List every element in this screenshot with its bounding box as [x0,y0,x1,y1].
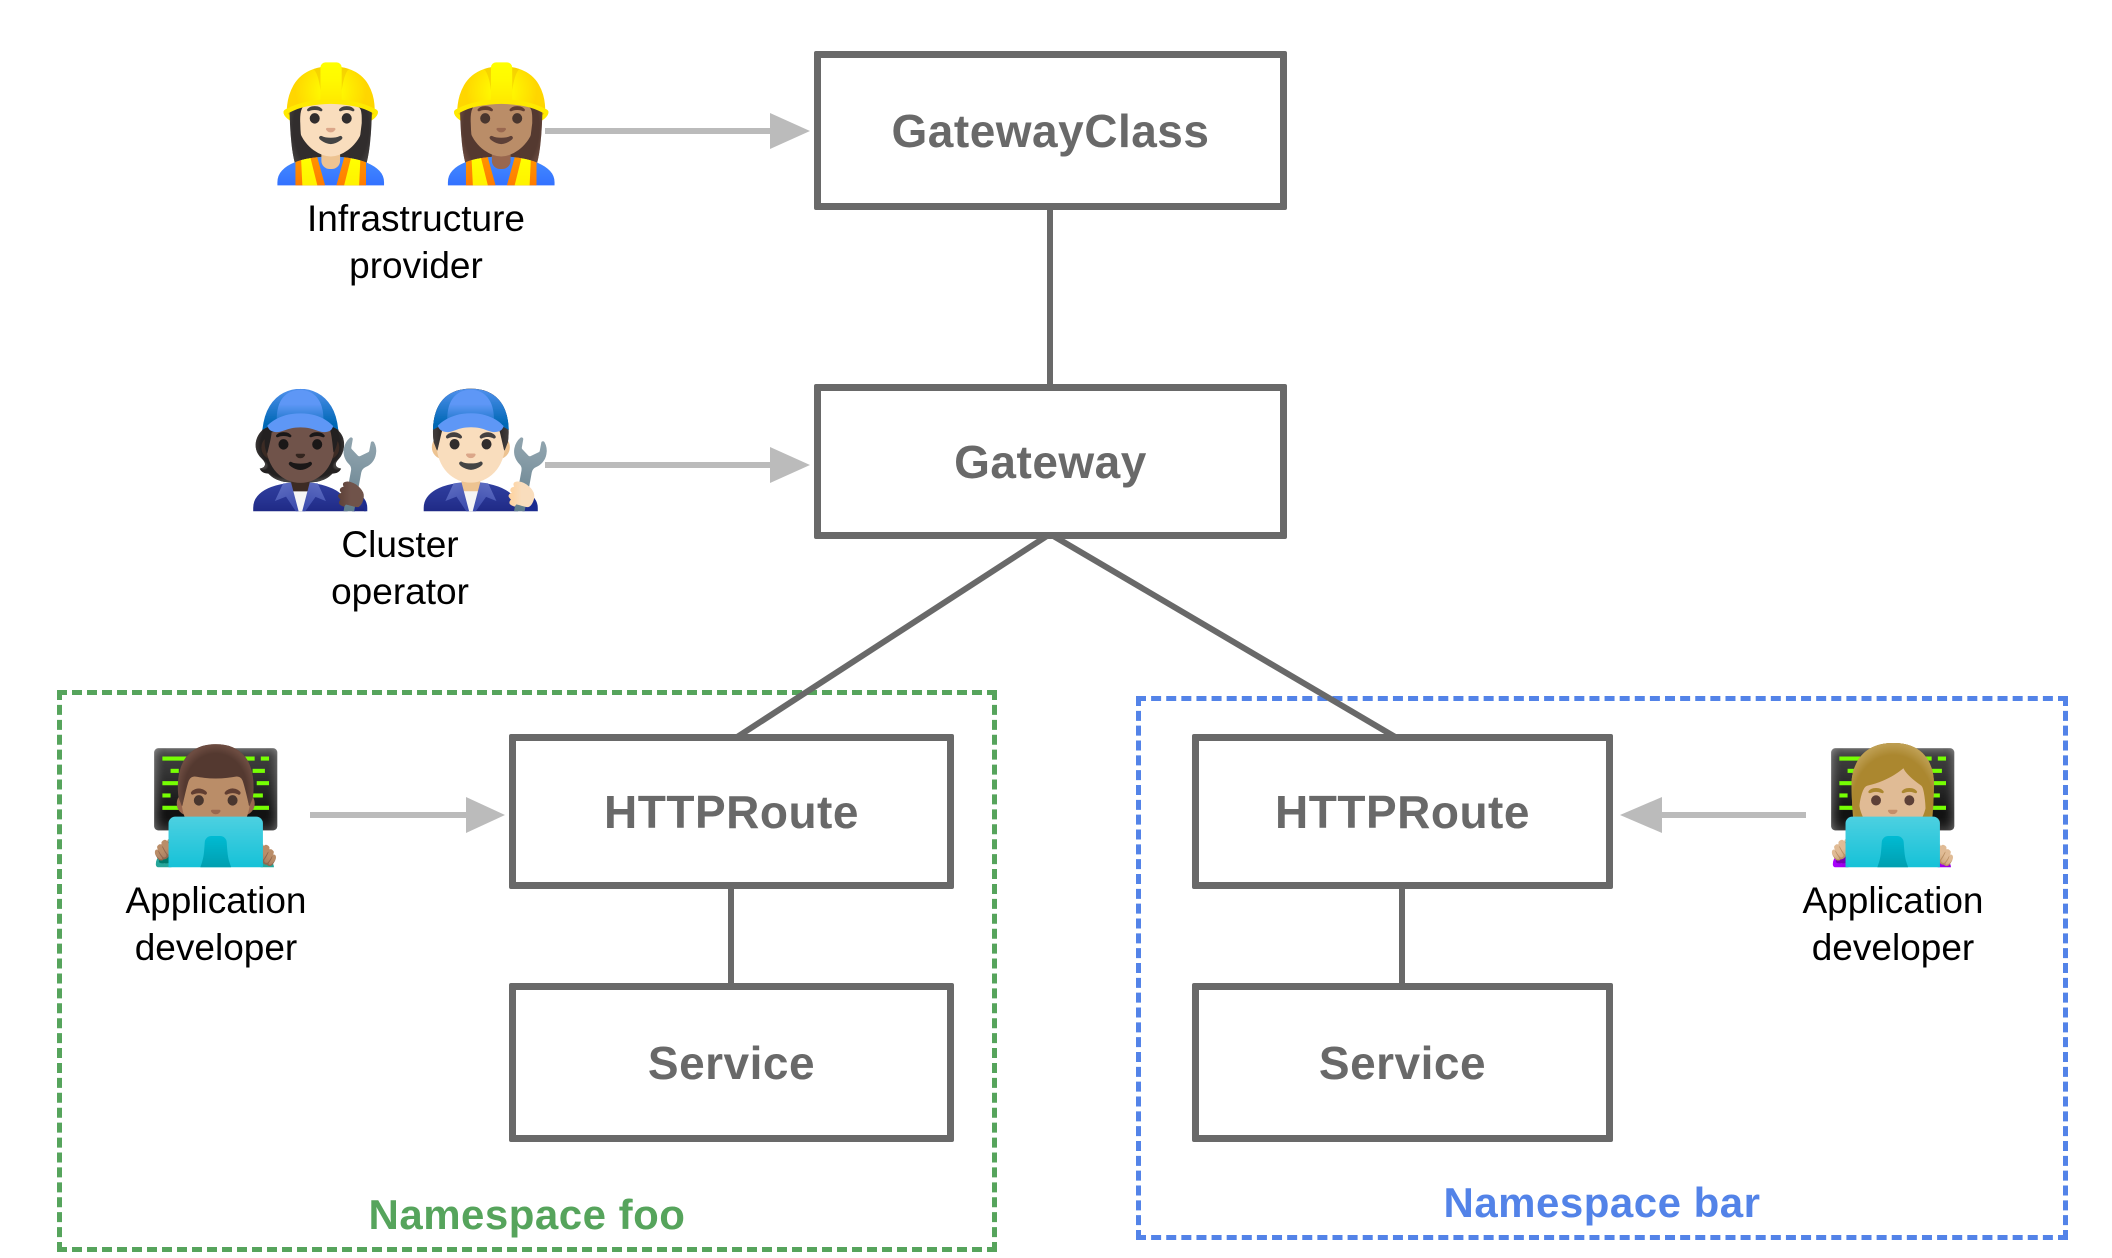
arrow-app-developer-bar [1620,797,1806,833]
namespace-bar-box: Namespace bar [1136,696,2068,1240]
arrow-cluster-operator [545,447,810,483]
node-label: GatewayClass [891,104,1210,157]
node-label: Gateway [954,435,1147,488]
node-label: Service [647,1036,816,1089]
persona-infrastructure-provider: 👷🏻‍♀️ 👷🏽‍♀️ Infrastructure provider [256,62,576,289]
edge-gateway-httproute-foo [729,531,1052,744]
node-httproute-foo: HTTPRoute [509,734,954,889]
man-technologist-emoji: 👨🏽‍💻 [146,743,286,868]
node-gatewayclass: GatewayClass [814,51,1287,210]
node-service-foo: Service [509,983,954,1142]
node-label: Service [1318,1036,1487,1089]
persona-label: Cluster operator [331,524,469,613]
node-label: HTTPRoute [1275,785,1530,838]
arrow-head [466,797,505,833]
namespace-foo-label: Namespace foo [368,1191,686,1238]
construction-worker-emoji: 👷🏻‍♀️ 👷🏽‍♀️ [260,61,572,186]
arrow-infrastructure-provider [545,113,810,149]
arrow-head [770,447,810,483]
arrow-head [770,113,810,149]
mechanic-emoji: 🧑🏿‍🔧 👨🏻‍🔧 [244,387,556,512]
node-httproute-bar: HTTPRoute [1192,734,1613,889]
persona-label: Infrastructure provider [307,198,525,287]
node-label: HTTPRoute [604,785,859,838]
persona-label: Application developer [125,880,307,969]
namespace-bar-label: Namespace bar [1443,1179,1761,1226]
node-gateway: Gateway [814,384,1287,539]
persona-app-developer-bar: 👩🏼‍💻 Application developer [1743,744,2043,971]
persona-label: Application developer [1802,880,1984,969]
persona-cluster-operator: 🧑🏿‍🔧 👨🏻‍🔧 Cluster operator [240,388,560,615]
arrow-app-developer-foo [310,797,505,833]
node-service-bar: Service [1192,983,1613,1142]
edge-gateway-httproute-bar [1048,531,1404,744]
persona-app-developer-foo: 👨🏽‍💻 Application developer [66,744,366,971]
arrow-head [1620,797,1662,833]
woman-technologist-emoji: 👩🏼‍💻 [1823,743,1963,868]
namespace-foo-box: Namespace foo [57,690,997,1252]
